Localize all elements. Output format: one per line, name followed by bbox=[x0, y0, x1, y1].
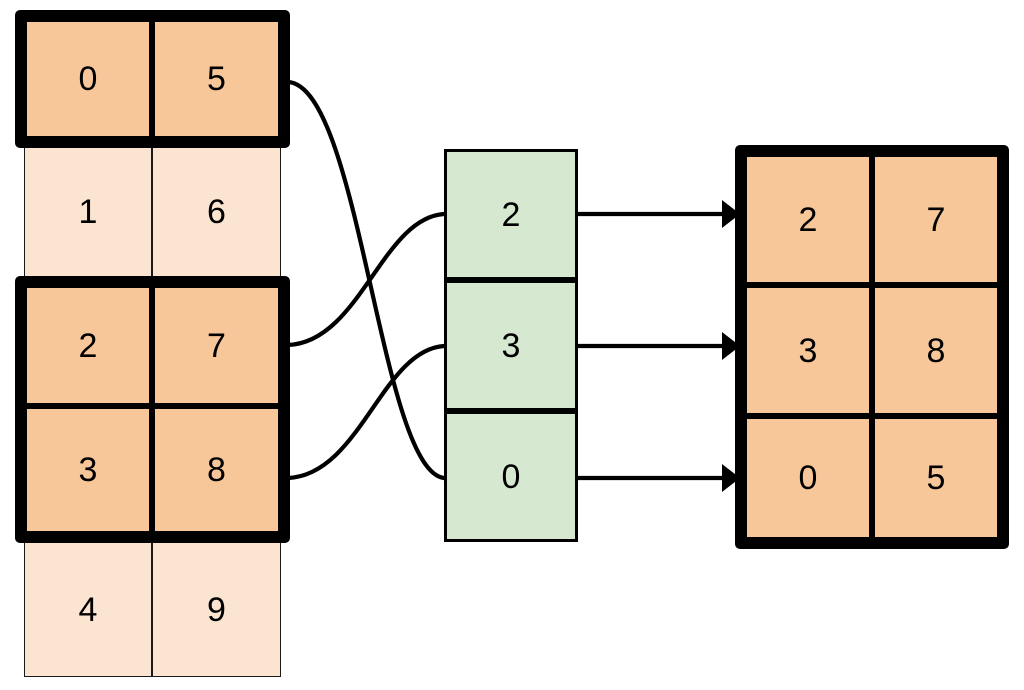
curve-source-row3-to-index-cell1 bbox=[285, 343, 447, 481]
result-cell-r1c1[interactable]: 8 bbox=[872, 285, 1000, 416]
source-cell-r3c1[interactable]: 8 bbox=[152, 406, 281, 534]
source-cell-r0c0[interactable]: 0 bbox=[24, 19, 152, 139]
arrow-head-index1-to-result1 bbox=[722, 332, 740, 360]
index-cell-1[interactable]: 3 bbox=[444, 280, 578, 411]
result-cell-r0c0[interactable]: 2 bbox=[744, 154, 872, 285]
index-cell-2[interactable]: 0 bbox=[444, 411, 578, 542]
curve-source-row2-to-index-cell0 bbox=[285, 211, 447, 348]
source-cell-r0c1[interactable]: 5 bbox=[152, 19, 281, 139]
result-cell-r1c0[interactable]: 3 bbox=[744, 285, 872, 416]
source-cell-r4c0[interactable]: 4 bbox=[24, 542, 152, 677]
arrow-head-index2-to-result2 bbox=[722, 464, 740, 492]
result-cell-r2c0[interactable]: 0 bbox=[744, 416, 872, 540]
result-cell-r0c1[interactable]: 7 bbox=[872, 154, 1000, 285]
source-cell-r2c1[interactable]: 7 bbox=[152, 285, 281, 406]
source-cell-r1c0[interactable]: 1 bbox=[24, 145, 152, 278]
arrow-head-index0-to-result0 bbox=[722, 200, 740, 228]
source-cell-r3c0[interactable]: 3 bbox=[24, 406, 152, 534]
result-cell-r2c1[interactable]: 5 bbox=[872, 416, 1000, 540]
source-cell-r4c1[interactable]: 9 bbox=[152, 542, 281, 677]
curve-source-row0-to-index-cell2 bbox=[285, 79, 447, 481]
index-cell-0[interactable]: 2 bbox=[444, 149, 578, 280]
source-cell-r2c0[interactable]: 2 bbox=[24, 285, 152, 406]
source-cell-r1c1[interactable]: 6 bbox=[152, 145, 281, 278]
